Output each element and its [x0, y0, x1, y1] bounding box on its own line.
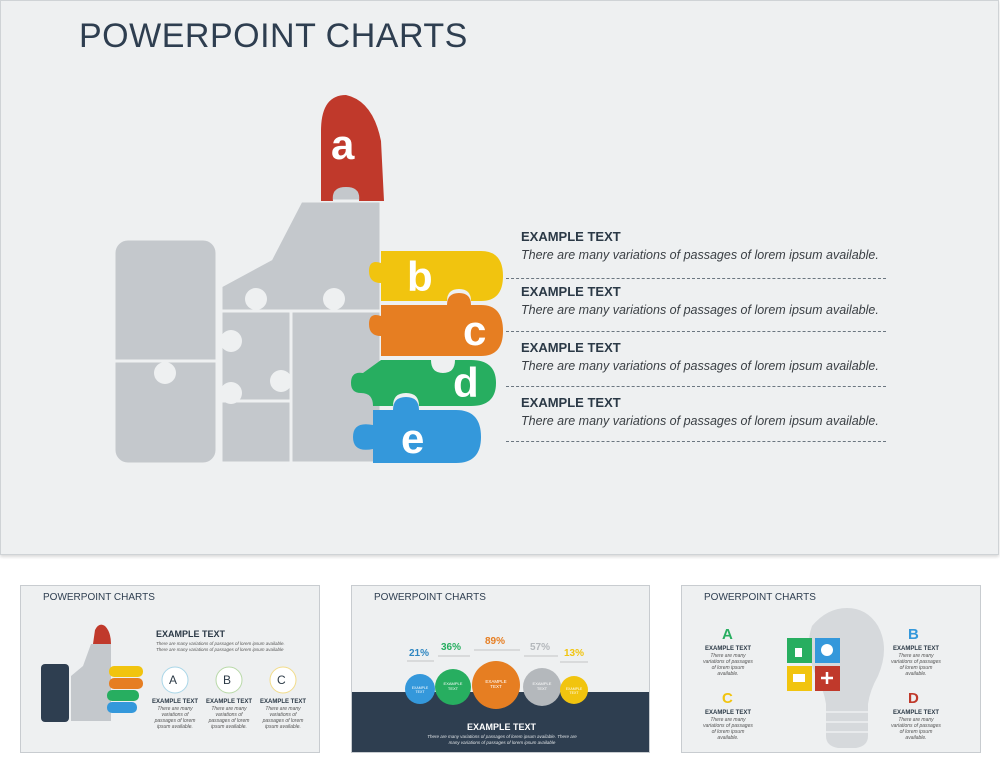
text-row: EXAMPLE TEXT There are many variations o… — [521, 395, 891, 428]
thumb-col-body: There are many variations of passages of… — [154, 706, 196, 730]
percent-1: 21% — [409, 648, 430, 659]
label-body: There are many variations of passages of… — [891, 653, 941, 677]
circle-letter-b: B — [223, 673, 232, 687]
text-row: EXAMPLE TEXT There are many variations o… — [521, 229, 891, 262]
row-heading: EXAMPLE TEXT — [521, 229, 621, 244]
hand-palm-piece — [219, 199, 383, 465]
letter-b: b — [407, 253, 433, 300]
percent-2: 36% — [441, 642, 462, 653]
thumb-col-heading: EXAMPLE TEXT — [205, 699, 252, 705]
thumb-title: POWERPOINT CHARTS — [704, 592, 816, 603]
text-row: EXAMPLE TEXT There are many variations o… — [521, 340, 891, 373]
label-letter-c: C — [722, 690, 733, 707]
percent-5: 13% — [564, 648, 585, 659]
thumb-bubbles-graphic — [352, 649, 649, 752]
percent-4: 57% — [530, 642, 551, 653]
row-body: There are many variations of passages of… — [521, 248, 879, 262]
puzzle-piece-d — [351, 360, 496, 406]
bubble-label: EXAMPLE TEXT — [485, 679, 507, 689]
label-body: There are many variations of passages of… — [703, 717, 753, 741]
row-body: There are many variations of passages of… — [521, 414, 879, 428]
thumb-heading: EXAMPLE TEXT — [156, 629, 226, 639]
thumbs-up-puzzle-graphic — [112, 95, 503, 466]
thumb-col-heading: EXAMPLE TEXT — [151, 699, 198, 705]
label-heading: EXAMPLE TEXT — [892, 646, 939, 652]
puzzle-piece-a — [321, 95, 384, 201]
thumb-body: There are many variations of passages of… — [156, 641, 285, 652]
letter-c: c — [463, 307, 487, 354]
label-heading: EXAMPLE TEXT — [704, 710, 751, 716]
letter-a: a — [331, 121, 355, 168]
bubble-label: EXAMPLE TEXT — [532, 681, 552, 691]
thumbnail-slide-1[interactable]: POWERPOINT CHARTS EXAMPLE TEXT There are… — [20, 585, 320, 753]
label-body: There are many variations of passages of… — [703, 653, 753, 677]
slide-title: POWERPOINT CHARTS — [79, 17, 468, 55]
thumbnail-slide-2[interactable]: POWERPOINT CHARTS 21% 36% 89% 57% 13% EX… — [351, 585, 650, 753]
thumb-title: POWERPOINT CHARTS — [374, 592, 486, 603]
label-body: There are many variations of passages of… — [891, 717, 941, 741]
puzzle-piece-b — [369, 251, 503, 301]
percent-3: 89% — [485, 636, 506, 647]
row-heading: EXAMPLE TEXT — [521, 395, 621, 410]
thumb-lightbulb-graphic — [787, 608, 884, 748]
label-heading: EXAMPLE TEXT — [892, 710, 939, 716]
thumb-body: There are many variations of passages of… — [427, 734, 577, 745]
thumbnail-slide-3[interactable]: POWERPOINT CHARTS A EXAMPLE TEXT There a… — [681, 585, 981, 753]
bubble-label: EXAMPLE TEXT — [565, 687, 583, 695]
puzzle-piece-e — [353, 397, 481, 463]
row-body: There are many variations of passages of… — [521, 303, 879, 317]
thumb-heading: EXAMPLE TEXT — [466, 722, 536, 732]
divider-line — [506, 386, 886, 387]
bubble-label: EXAMPLE TEXT — [411, 686, 429, 694]
letter-e: e — [401, 415, 425, 462]
thumb-col-body: There are many variations of passages of… — [208, 706, 250, 730]
divider-line — [506, 441, 886, 442]
row-heading: EXAMPLE TEXT — [521, 340, 621, 355]
main-slide[interactable]: POWERPOINT CHARTS — [0, 0, 999, 555]
thumb-thumbs-up-graphic — [41, 624, 297, 722]
letter-d: d — [453, 359, 479, 406]
label-heading: EXAMPLE TEXT — [704, 646, 751, 652]
puzzle-piece-c — [369, 293, 503, 356]
hand-cuff-piece — [112, 237, 219, 466]
divider-line — [506, 278, 886, 279]
bubble-label: EXAMPLE TEXT — [443, 681, 463, 691]
row-heading: EXAMPLE TEXT — [521, 284, 621, 299]
circle-letter-a: A — [169, 673, 178, 687]
label-letter-d: D — [908, 690, 919, 707]
label-letter-b: B — [908, 626, 919, 643]
thumb-col-heading: EXAMPLE TEXT — [259, 699, 306, 705]
row-body: There are many variations of passages of… — [521, 359, 879, 373]
thumb-col-body: There are many variations of passages of… — [262, 706, 304, 730]
label-letter-a: A — [722, 626, 733, 643]
divider-line — [506, 331, 886, 332]
circle-letter-c: C — [277, 673, 286, 687]
text-row: EXAMPLE TEXT There are many variations o… — [521, 284, 891, 317]
thumb-title: POWERPOINT CHARTS — [43, 592, 155, 603]
